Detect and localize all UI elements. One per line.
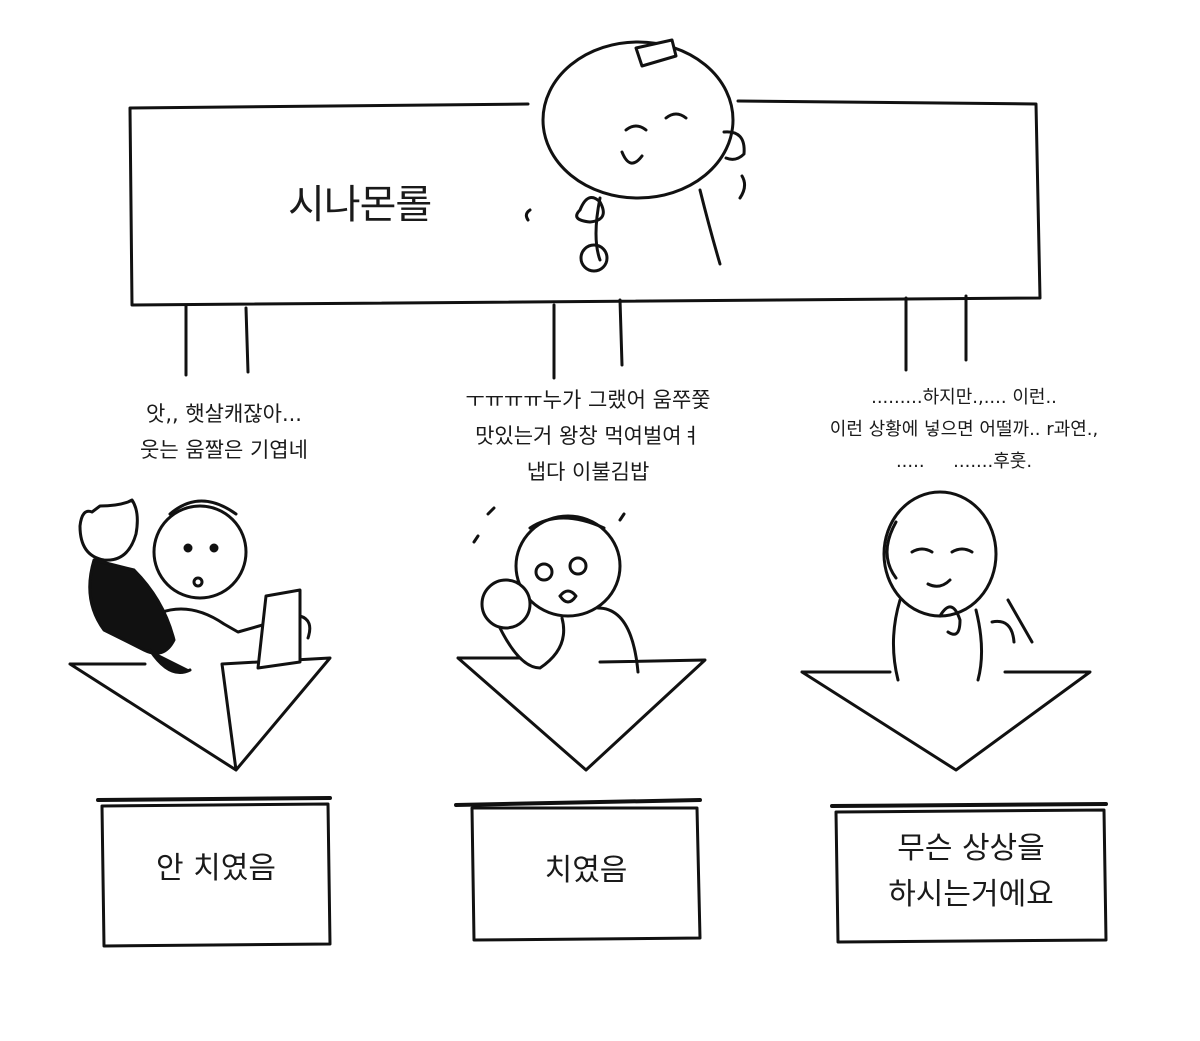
caption-line: ㅜㅠㅠㅠ누가 그랬어 움쭈쭟 [465, 388, 711, 412]
branch-left-caption: 앗,, 햇살캐잖아... 웃는 움짤은 기엽네 [106, 396, 342, 468]
caption-line: .........하지만.,.... 이런.. [871, 387, 1057, 408]
result-line: 무슨 상상을 [897, 831, 1045, 866]
connector-right [904, 294, 968, 372]
result-box-left [100, 802, 332, 948]
caption-line: 이런 상황에 넣으면 어떨까.. r과연., [829, 419, 1099, 440]
page-title: 시나몬롤 [288, 182, 432, 228]
branch-left-result: 안 치였음 [104, 846, 328, 892]
connector-left [184, 303, 250, 377]
result-box-right [834, 808, 1108, 944]
caption-line: 맛있는거 왕창 먹여벌여ㅕ [475, 424, 701, 448]
top-box [128, 99, 1042, 307]
branch-middle-result: 치였음 [474, 848, 698, 894]
arrow-middle [456, 656, 707, 772]
middle-character-illustration [472, 506, 640, 674]
branch-right-result: 무슨 상상을 하시는거에요 [838, 826, 1104, 918]
result-line: 안 치였음 [156, 851, 276, 886]
caption-line: 웃는 움짤은 기엽네 [140, 438, 308, 462]
top-character-illustration [524, 38, 747, 273]
result-line: 하시는거에요 [888, 877, 1054, 912]
left-character-illustration [78, 498, 312, 674]
branch-right-caption: .........하지만.,.... 이런.. 이런 상황에 넣으면 어떨까..… [818, 382, 1110, 478]
result-box-middle [470, 806, 702, 942]
caption-line: 앗,, 햇살캐잖아... [146, 402, 302, 426]
result-line: 치였음 [544, 853, 628, 888]
caption-line: 냅다 이불김밥 [526, 460, 650, 484]
arrow-right [800, 670, 1092, 772]
caption-line: ..... .......후훗. [895, 451, 1033, 472]
branch-middle-caption: ㅜㅠㅠㅠ누가 그랬어 움쭈쭟 맛있는거 왕창 먹여벌여ㅕ 냅다 이불김밥 [454, 382, 722, 490]
arrow-left [68, 656, 332, 772]
right-character-illustration [882, 490, 1034, 682]
connector-middle [552, 298, 624, 380]
